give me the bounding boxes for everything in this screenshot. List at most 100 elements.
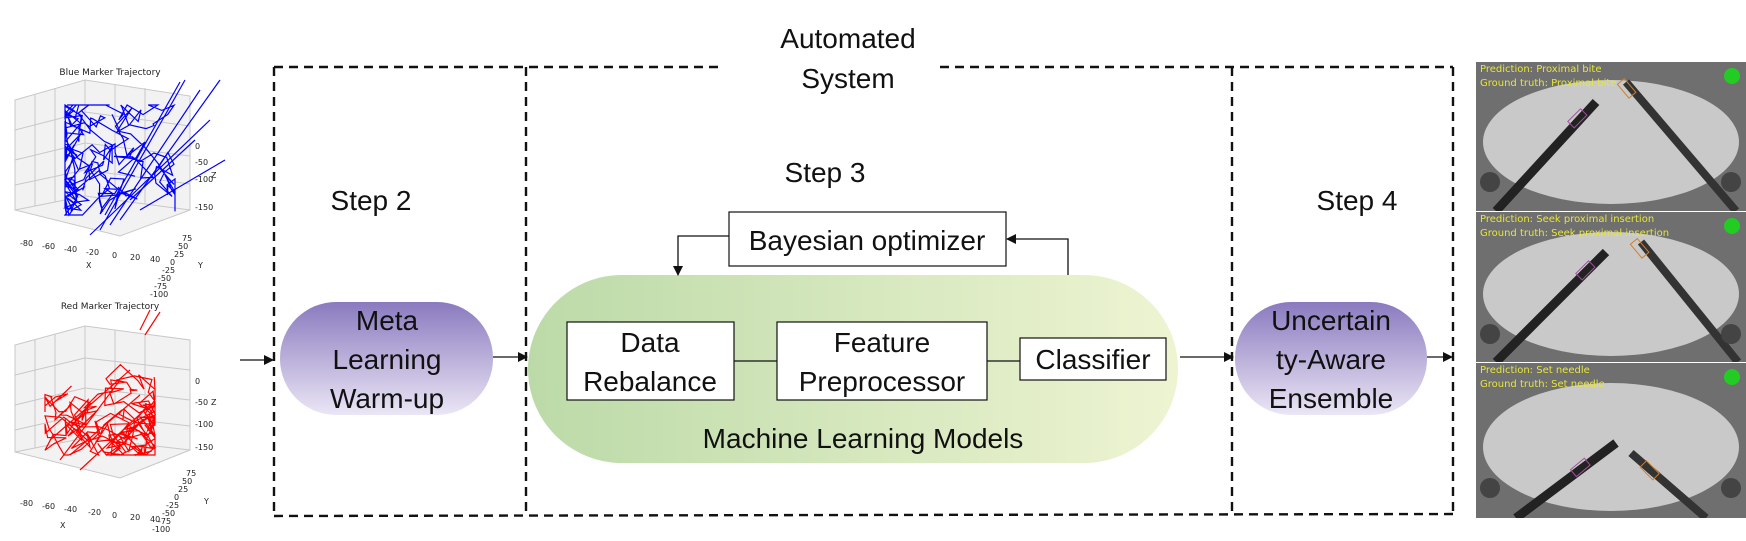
step2-label: Step 2 [331, 185, 412, 216]
red-x-tick: -40 [64, 505, 77, 514]
data-rebalance-box [566, 321, 735, 401]
red-y-tick: -75 [158, 517, 171, 526]
trajectory-spike [49, 369, 131, 441]
surgical-frame-3: Prediction: Set needle Ground truth: Set… [1476, 363, 1746, 518]
red-y-label: Y [203, 497, 209, 506]
blue-x-tick: -60 [42, 242, 55, 251]
red-z-label: Z [211, 398, 217, 407]
trajectory-path [44, 363, 157, 457]
step4-label: Step 4 [1317, 185, 1398, 216]
blue-z-tick: 0 [195, 142, 200, 151]
frame2-status-indicator [1724, 218, 1740, 234]
classifier-label: Classifier [1035, 344, 1150, 375]
arrow-optimizer-to-pill [673, 235, 729, 276]
meta-node-line1: Meta [356, 305, 419, 336]
red-x-tick: 0 [112, 511, 117, 520]
red-x-tick: -20 [88, 508, 101, 517]
red-y-tick: 0 [174, 493, 179, 502]
ml-models-label: Machine Learning Models [703, 423, 1024, 454]
blue-trajectory-plot: Blue Marker Trajectory -80 -60 -40 -20 0… [14, 68, 226, 299]
red-y-tick: 75 [186, 469, 196, 478]
step3-label: Step 3 [785, 157, 866, 188]
trajectory-spike [89, 119, 211, 236]
red-x-tick: -80 [20, 499, 33, 508]
uncertainty-ensemble-node [1235, 302, 1427, 415]
trajectory-spike [59, 379, 121, 461]
blue-x-tick: 0 [112, 251, 117, 260]
bayesian-optimizer-box [728, 211, 1007, 267]
feature-preprocessor-line1: Feature [834, 327, 931, 358]
system-title-line2: System [801, 63, 894, 94]
surgical-scene-2 [1476, 212, 1746, 362]
trajectory-spike [104, 81, 181, 216]
trajectory-path [62, 103, 176, 217]
red-plot-axes-box [14, 325, 191, 479]
ensemble-node-line1: Uncertain [1271, 305, 1391, 336]
red-y-tick: 50 [182, 477, 192, 486]
blue-x-tick: -80 [20, 239, 33, 248]
red-z-tick: -100 [195, 420, 213, 429]
blue-y-tick: -50 [158, 274, 171, 283]
red-trajectory-plot: Red Marker Trajectory -80 -60 -40 -20 0 … [14, 302, 217, 534]
red-plot-title: Red Marker Trajectory [61, 302, 160, 312]
blue-z-tick: -100 [195, 175, 213, 184]
blue-x-label: X [86, 261, 92, 270]
red-y-tick: 25 [178, 485, 188, 494]
surgical-frame-1: Prediction: Proximal bite Ground truth: … [1476, 62, 1746, 211]
trajectory-spike [139, 159, 226, 211]
red-y-tick: -25 [166, 501, 179, 510]
frame3-prediction: Prediction: Set needle [1480, 365, 1590, 376]
blue-z-label: Z [211, 171, 217, 180]
data-rebalance-line2: Rebalance [583, 366, 717, 397]
red-y-tick: -100 [152, 525, 170, 534]
blue-y-tick: -100 [150, 290, 168, 299]
blue-x-tick: -20 [86, 248, 99, 257]
blue-z-tick: -150 [195, 203, 213, 212]
blue-x-tick: 40 [150, 255, 160, 264]
frame2-ground-truth: Ground truth: Seek proximal insertion [1480, 228, 1670, 239]
meta-learning-node [280, 302, 493, 415]
red-x-tick: 40 [150, 515, 160, 524]
trajectory-spike [99, 79, 186, 231]
surgical-scene-1 [1476, 62, 1746, 211]
blue-plot-title: Blue Marker Trajectory [59, 68, 161, 78]
frame3-ground-truth: Ground truth: Set needle [1480, 379, 1605, 390]
blue-z-tick: -50 [195, 158, 208, 167]
trajectory-spike [139, 309, 151, 331]
blue-y-tick: 0 [170, 258, 175, 267]
red-x-tick: 20 [130, 513, 140, 522]
automated-system-frame [272, 65, 1455, 518]
blue-trajectory-lines [62, 79, 226, 236]
meta-node-line3: Warm-up [330, 383, 444, 414]
red-z-tick: -50 [195, 398, 208, 407]
blue-y-tick: 25 [174, 250, 184, 259]
trajectory-spike [119, 79, 221, 221]
red-x-tick: -60 [42, 502, 55, 511]
red-x-label: X [60, 521, 66, 530]
red-z-tick: 0 [195, 377, 200, 386]
frame1-status-indicator [1724, 68, 1740, 84]
blue-y-tick: 75 [182, 234, 192, 243]
frame2-prediction: Prediction: Seek proximal insertion [1480, 214, 1655, 225]
blue-x-tick: -40 [64, 245, 77, 254]
trajectory-spike [144, 311, 161, 336]
meta-node-line2: Learning [333, 344, 442, 375]
classifier-box [1019, 337, 1167, 381]
trajectory-spike [69, 394, 141, 456]
blue-y-tick: -75 [154, 282, 167, 291]
trajectory-spike [79, 404, 151, 471]
red-trajectory-lines [44, 309, 161, 471]
trajectory-spike [109, 89, 201, 226]
system-title-line1: Automated [780, 23, 915, 54]
frame1-ground-truth: Ground truth: Proximal bite [1480, 78, 1617, 89]
surgical-frame-2: Prediction: Seek proximal insertion Grou… [1476, 212, 1746, 362]
blue-x-tick: 20 [130, 253, 140, 262]
trajectory-spike [129, 139, 196, 201]
data-rebalance-line1: Data [620, 327, 680, 358]
frame3-status-indicator [1724, 369, 1740, 385]
blue-y-tick: -25 [162, 266, 175, 275]
blue-y-tick: 50 [178, 242, 188, 251]
red-y-tick: -50 [162, 509, 175, 518]
frame1-prediction: Prediction: Proximal bite [1480, 64, 1602, 75]
